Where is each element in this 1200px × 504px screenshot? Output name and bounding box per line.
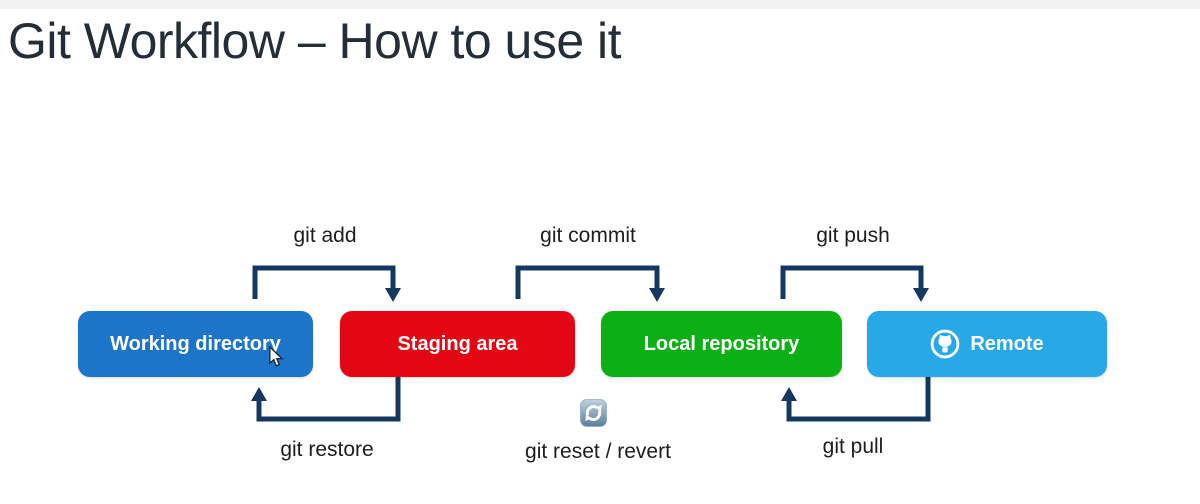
git-restore-arrow	[251, 377, 401, 422]
mouse-cursor	[269, 346, 284, 367]
git-push-arrow	[780, 265, 929, 302]
top-bar	[0, 0, 1200, 9]
node-working-directory: Working directory	[78, 311, 313, 377]
edge-label-git-add: git add	[293, 224, 357, 247]
node-remote: Remote	[867, 311, 1107, 377]
git-commit-arrow	[515, 265, 665, 302]
github-icon	[930, 329, 960, 359]
edge-label-git-commit: git commit	[540, 224, 636, 247]
edge-label-git-pull: git pull	[822, 435, 884, 458]
refresh-icon	[580, 399, 607, 427]
edge-label-git-reset-revert: git reset / revert	[525, 440, 671, 463]
node-local-repository: Local repository	[601, 311, 842, 377]
node-remote-label: Remote	[970, 332, 1044, 355]
git-add-arrow	[252, 265, 401, 302]
node-staging-area-label: Staging area	[397, 332, 518, 355]
edge-label-git-restore: git restore	[280, 438, 374, 461]
git-pull-arrow	[781, 377, 931, 422]
page-title: Git Workflow – How to use it	[8, 13, 622, 69]
edge-label-git-push: git push	[816, 224, 890, 247]
node-local-repository-label: Local repository	[643, 332, 800, 355]
node-working-directory-label: Working directory	[110, 332, 281, 355]
node-staging-area: Staging area	[340, 311, 575, 377]
